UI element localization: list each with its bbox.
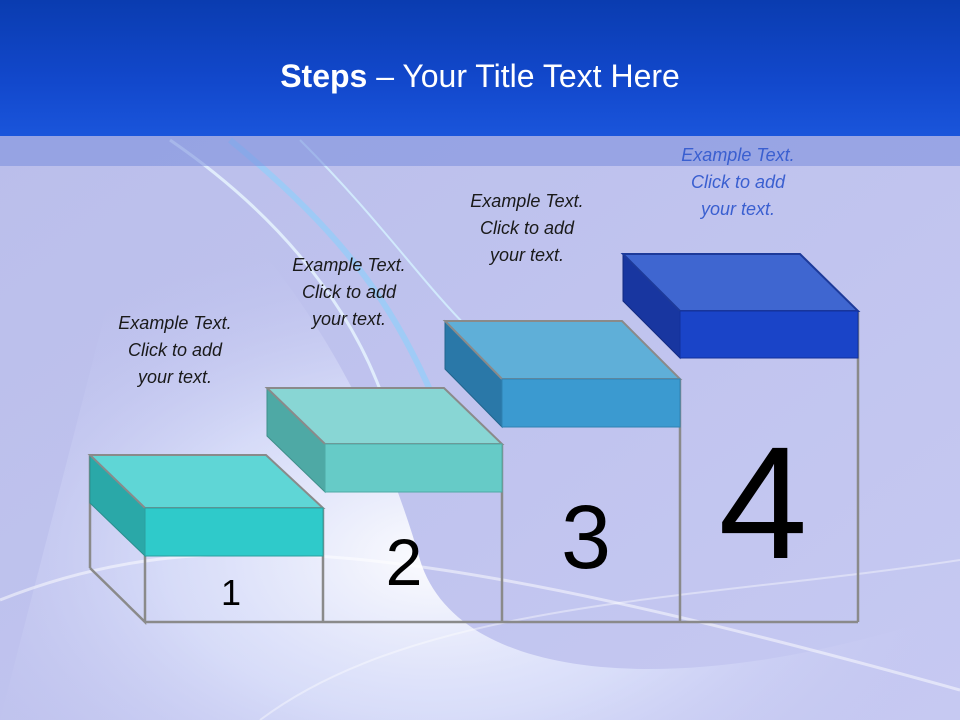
step-3-block[interactable] <box>442 319 683 429</box>
slide-title[interactable]: Steps – Your Title Text Here <box>0 56 960 96</box>
title-text: – Your Title Text Here <box>367 58 680 94</box>
step-2-block[interactable] <box>264 386 505 494</box>
step-3-number: 3 <box>561 488 611 588</box>
step-3-caption[interactable]: Example Text. Click to add your text. <box>470 191 584 265</box>
step-1-block[interactable] <box>87 453 326 558</box>
step-4-front <box>679 310 859 359</box>
step-1-number: 1 <box>221 572 241 613</box>
step-1-caption[interactable]: Example Text. Click to add your text. <box>118 313 232 387</box>
step-4-number: 4 <box>719 413 808 592</box>
step-2-caption[interactable]: Example Text. Click to add your text. <box>292 255 406 329</box>
step-1-front <box>144 507 324 557</box>
step-4-caption[interactable]: Example Text. Click to add your text. <box>681 145 795 219</box>
step-2-front <box>324 443 503 493</box>
step-2-number: 2 <box>386 525 423 599</box>
title-band <box>0 136 960 166</box>
step-4-block[interactable] <box>620 252 861 360</box>
title-bold: Steps <box>280 58 368 94</box>
step-3-front <box>501 378 681 428</box>
title-bar <box>0 0 960 136</box>
